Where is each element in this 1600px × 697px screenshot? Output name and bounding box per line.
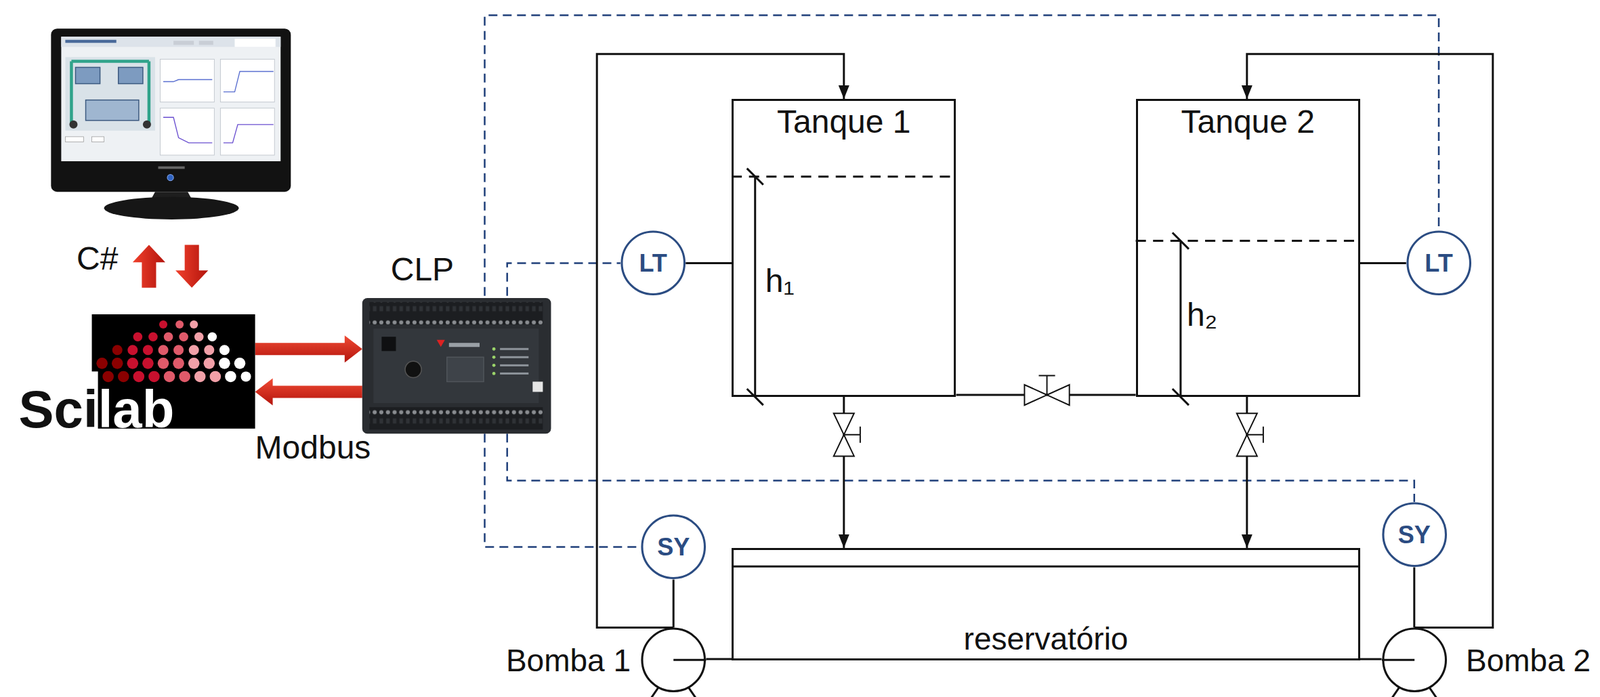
pump-outline bbox=[1381, 627, 1447, 693]
circle-outline bbox=[621, 231, 685, 295]
pump-driver: SY bbox=[1381, 501, 1447, 567]
dimension-label: h₂ bbox=[1186, 296, 1218, 334]
instrument-tag: SY bbox=[1398, 520, 1431, 549]
tank-label: Tanque 2 bbox=[1138, 100, 1359, 141]
language-label: C# bbox=[76, 239, 118, 278]
pump-label: Bomba 2 bbox=[1465, 642, 1591, 679]
signal-line bbox=[485, 15, 1440, 297]
plc-device: CLP bbox=[362, 296, 552, 434]
pump-shaft-line bbox=[673, 659, 706, 662]
monitor-illustration bbox=[50, 28, 291, 220]
pipe-line bbox=[1413, 567, 1416, 628]
pipe-line bbox=[596, 54, 845, 628]
instrument-tag: SY bbox=[657, 533, 690, 561]
exchange-arrows bbox=[132, 245, 208, 288]
pump-symbol: Bomba 2 bbox=[1381, 627, 1447, 693]
instrument-tag: LT bbox=[638, 249, 667, 278]
logo-box: Scilab bbox=[92, 314, 256, 429]
protocol-label: Modbus bbox=[255, 428, 372, 467]
logo-text: Scilab bbox=[18, 382, 175, 436]
pipe-line bbox=[1360, 658, 1382, 661]
dimension-label: h₁ bbox=[765, 262, 795, 300]
pump-label: Bomba 1 bbox=[506, 642, 631, 679]
plc-illustration bbox=[362, 298, 552, 434]
instrument-tag: LT bbox=[1424, 249, 1453, 278]
reservoir-label: reservatório bbox=[733, 621, 1359, 658]
level-transmitter: LT bbox=[1406, 230, 1472, 296]
valve-symbols bbox=[833, 375, 1264, 456]
pump-outline bbox=[640, 627, 706, 693]
pipe-line bbox=[685, 262, 732, 265]
tank-box: Tanque 1 bbox=[731, 98, 956, 397]
pump-symbol: Bomba 1 bbox=[640, 627, 706, 693]
device-label: CLP bbox=[390, 250, 454, 288]
circle-outline bbox=[1407, 231, 1471, 295]
circle-outline bbox=[642, 515, 706, 579]
modbus-arrow bbox=[255, 335, 363, 363]
modbus-arrow bbox=[255, 377, 363, 406]
signal-line bbox=[485, 433, 642, 547]
pipe-line bbox=[672, 579, 675, 628]
tank-label: Tanque 1 bbox=[733, 100, 954, 141]
pump-driver: SY bbox=[640, 514, 706, 580]
circle-outline bbox=[1383, 503, 1447, 567]
level-transmitter: LT bbox=[620, 230, 686, 296]
pipe-line bbox=[1360, 262, 1407, 265]
signal-line bbox=[507, 263, 621, 297]
tank-box: Tanque 2 bbox=[1135, 98, 1361, 397]
pipe-line bbox=[1247, 54, 1493, 628]
reservoir-box: reservatório bbox=[731, 548, 1361, 661]
pipe-line bbox=[705, 658, 732, 661]
tank-details bbox=[646, 168, 1441, 697]
signal-line bbox=[507, 433, 1415, 502]
pump-shaft-line bbox=[1381, 659, 1415, 662]
